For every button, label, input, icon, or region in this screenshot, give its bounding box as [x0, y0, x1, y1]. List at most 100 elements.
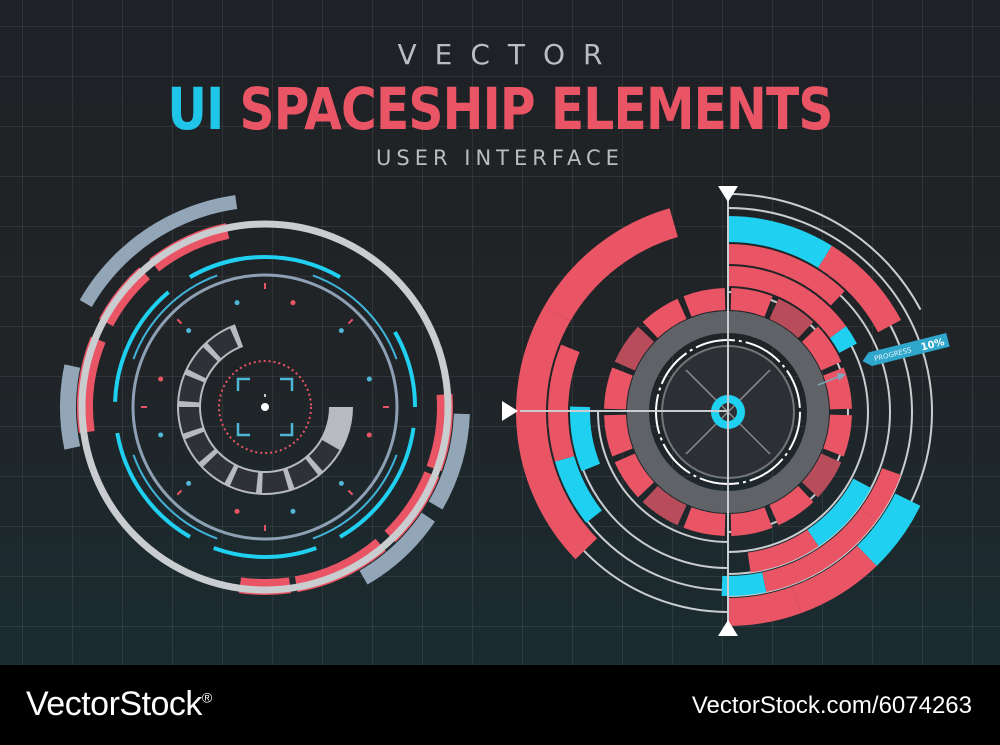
- left-arc-segment: [59, 364, 81, 450]
- right-segment-block: [791, 545, 877, 614]
- left-cyan-thin-arc: [132, 274, 218, 360]
- left-gauge-slot: [179, 374, 204, 403]
- right-segment-block: [728, 266, 847, 338]
- title-ui: UI: [167, 75, 224, 143]
- left-dot: [234, 300, 240, 306]
- left-arc-segment: [428, 413, 470, 510]
- right-segment-block: [762, 508, 877, 592]
- left-dot: [186, 480, 192, 486]
- right-segment-block: [721, 572, 767, 596]
- right-inner-red-ring: [604, 288, 852, 536]
- right-inner-block: [642, 298, 687, 339]
- left-dot: [186, 328, 192, 334]
- right-segment-block: [570, 406, 601, 472]
- left-cyan-arc: [115, 432, 192, 539]
- left-gauge-slot: [207, 328, 239, 358]
- right-inner-block: [604, 414, 633, 457]
- left-grey-main-ring: [78, 220, 452, 594]
- right-hud-dial: PROGRESS 10%: [502, 186, 950, 636]
- left-cyan-thin-arc: [312, 454, 398, 540]
- right-segment-block: [728, 586, 802, 626]
- left-red-dotted-ring: [218, 360, 312, 454]
- left-cyan-arc: [213, 546, 317, 559]
- right-segment-block: [544, 208, 678, 321]
- top-arrow-icon: [718, 186, 738, 202]
- poster-canvas: VECTOR UI SPACESHIP ELEMENTS USER INTERF…: [0, 0, 1000, 665]
- title-spaceship-elements: SPACESHIP ELEMENTS: [239, 75, 834, 143]
- left-gauge-slot: [185, 431, 215, 463]
- left-dot: [290, 508, 296, 514]
- left-tick: [176, 489, 183, 496]
- right-inner-block: [769, 485, 814, 526]
- left-gauge-slot: [309, 440, 340, 471]
- right-inner-block: [642, 485, 687, 526]
- footer-brand-text: VectorStock: [26, 685, 202, 723]
- right-segment-block: [807, 478, 872, 547]
- left-dot: [158, 432, 164, 438]
- right-segment-block: [728, 216, 832, 268]
- title-main: UI SPACESHIP ELEMENTS: [80, 74, 920, 144]
- right-segment-block: [747, 529, 819, 573]
- left-gauge-slot: [230, 467, 259, 493]
- left-cyan-thin-arc: [312, 274, 398, 360]
- registered-mark: ®: [201, 689, 212, 706]
- right-inner-block: [801, 453, 842, 498]
- left-outer-red-arcs: [59, 195, 470, 595]
- left-dot: [366, 432, 372, 438]
- footer-bar: VectorStock® VectorStock.com/6074263: [0, 665, 1000, 745]
- left-arc-segment: [79, 218, 172, 307]
- bottom-arrow-icon: [718, 620, 738, 636]
- left-cyan-arc: [393, 331, 417, 408]
- right-outer-thin-arc: [727, 193, 922, 311]
- left-cyan-thin-arc: [132, 454, 218, 540]
- left-steel-ring: [131, 273, 399, 541]
- right-segment-block: [516, 306, 598, 560]
- right-inner-block: [769, 298, 814, 339]
- right-segment-block: [860, 468, 901, 521]
- left-arrow-icon: [502, 401, 518, 421]
- footer-image-id[interactable]: VectorStock.com/6074263: [691, 692, 972, 719]
- right-inner-block: [614, 326, 655, 371]
- left-dot: [338, 480, 344, 486]
- left-arc-segment: [359, 512, 435, 585]
- left-gauge-slot: [187, 347, 218, 379]
- right-thin-ring-arc: [597, 411, 729, 543]
- left-tick: [347, 318, 354, 325]
- right-inner-block: [823, 367, 852, 410]
- left-center-dot: [261, 403, 269, 411]
- left-tick: [347, 489, 354, 496]
- crosshair-reticle-icon: [236, 377, 294, 437]
- right-inner-block: [823, 414, 852, 457]
- right-inner-block: [683, 288, 726, 317]
- left-cyan-arc: [189, 257, 240, 279]
- left-hud-dial: [59, 195, 470, 595]
- left-dot: [158, 376, 164, 382]
- left-dot: [338, 328, 344, 334]
- left-dot-ring: [141, 283, 389, 531]
- right-segment-block: [857, 493, 921, 566]
- left-gauge-slot: [261, 470, 289, 493]
- left-arc-segment: [164, 195, 238, 231]
- right-inner-block: [683, 507, 726, 536]
- right-segment-block: [728, 244, 845, 306]
- right-inner-block: [614, 453, 655, 498]
- left-gauge-slot: [203, 452, 235, 483]
- footer-brand[interactable]: VectorStock®: [26, 685, 212, 724]
- right-segment-block: [554, 456, 602, 523]
- left-tick: [176, 318, 183, 325]
- left-grey-gauge: [177, 324, 353, 496]
- right-segment-block: [829, 326, 857, 353]
- right-segment-blocks: [516, 208, 921, 626]
- callout-pointer-arrow: [837, 373, 846, 381]
- left-gauge-slot: [287, 459, 318, 488]
- right-segment-block: [818, 245, 902, 333]
- left-dot: [366, 376, 372, 382]
- title-user-interface: USER INTERFACE: [376, 146, 624, 170]
- right-segment-block: [548, 344, 580, 462]
- left-cyan-dashed-ring: [113, 255, 417, 559]
- left-cyan-arc: [113, 290, 170, 402]
- left-gauge-slot: [179, 407, 203, 434]
- title-vector: VECTOR: [397, 38, 621, 71]
- callout-pointer-line: [817, 375, 841, 386]
- right-inner-block: [730, 507, 773, 536]
